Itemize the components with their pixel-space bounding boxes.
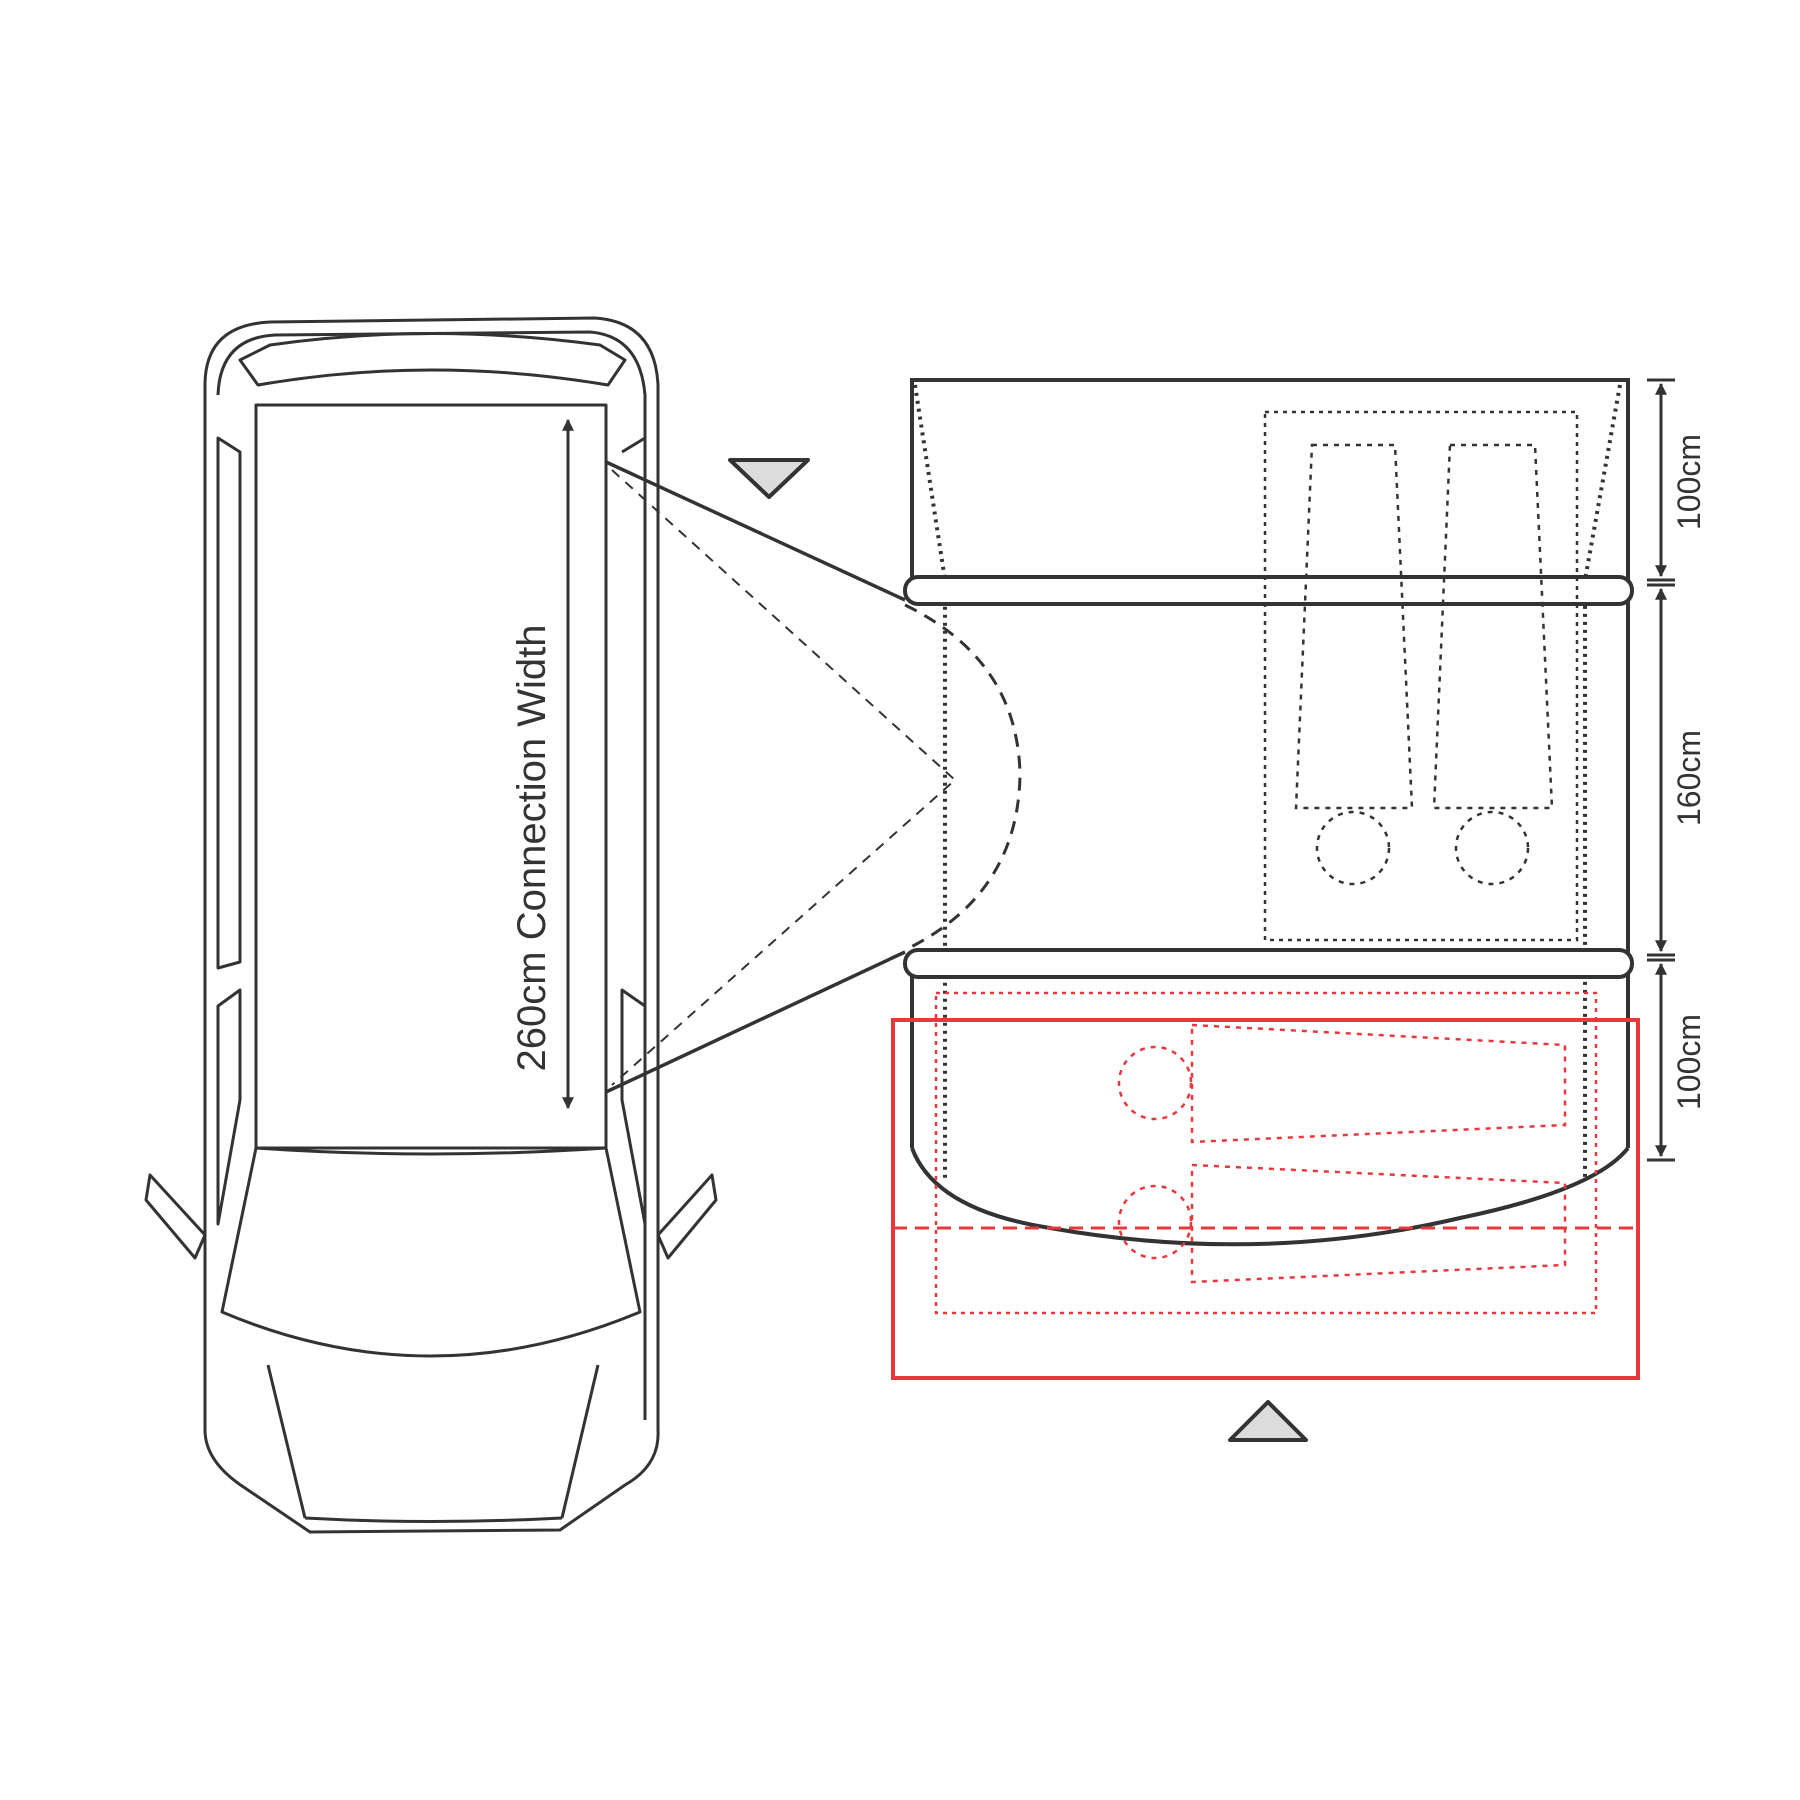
- awning-right-dotted-wall: [1583, 384, 1622, 1180]
- tunnel-inner-dashed-v: [611, 469, 957, 1086]
- extension-sleeping-head-top: [1117, 1045, 1193, 1121]
- vehicle-right-window-rear: [621, 436, 647, 470]
- sleeping-head-right: [1454, 810, 1530, 886]
- sleeping-head-left: [1315, 810, 1391, 886]
- dim-label-middle: 160cm: [1671, 730, 1707, 826]
- vehicle-body: [203, 316, 660, 1534]
- tunnel-door-curve: [904, 603, 1022, 952]
- awning-left-dotted-wall: [913, 384, 947, 1180]
- awning-beam-upper: [903, 575, 1634, 606]
- awning-structure: [903, 378, 1634, 1247]
- awning-front-curve: [910, 1146, 1630, 1247]
- vehicle-inner-line: [216, 330, 647, 1420]
- vehicle-bonnet-right: [560, 1364, 600, 1519]
- connection-tunnel: [605, 460, 1022, 1094]
- vehicle-left-mirror: [144, 1173, 207, 1260]
- sleeping-bag-left: [1294, 443, 1414, 810]
- awning-beam-lower: [903, 948, 1634, 979]
- tunnel-bottom-edge: [605, 950, 906, 1094]
- extension-sleeping-bag-top: [1190, 1023, 1567, 1144]
- vehicle-right-window-front: [620, 988, 647, 1226]
- extension-sleeping-head-bottom: [1117, 1184, 1193, 1260]
- vehicle-left-window-front: [216, 988, 242, 1226]
- vehicle-rear-window: [238, 332, 627, 387]
- vehicle-outline: [144, 316, 718, 1534]
- extension-bed-area: [934, 991, 1598, 1315]
- vehicle-left-window-rear: [216, 436, 242, 970]
- dim-label-top: 100cm: [1671, 434, 1707, 530]
- dim-label-bottom: 100cm: [1671, 1014, 1707, 1110]
- vehicle-front-bumper: [304, 1516, 563, 1523]
- extension-outline: [891, 1018, 1640, 1380]
- extension-sleeping-bag-bottom: [1190, 1163, 1567, 1284]
- dimension-lines: [1647, 378, 1675, 1162]
- vehicle-roof-panel: [254, 403, 608, 1150]
- triangle-up-icon: [1228, 1400, 1308, 1442]
- tunnel-top-edge: [605, 460, 906, 602]
- extension-annex: [891, 991, 1640, 1380]
- triangle-down-icon: [728, 458, 810, 499]
- sleeping-bag-right: [1432, 443, 1554, 810]
- vehicle-right-mirror: [656, 1173, 718, 1260]
- bedroom-area: [1263, 410, 1579, 942]
- vehicle-windscreen: [220, 1146, 642, 1358]
- vehicle-bonnet-left: [266, 1364, 307, 1519]
- connection-width-label: 260cm Connection Width: [510, 625, 554, 1072]
- awning-outline: [910, 378, 1630, 578]
